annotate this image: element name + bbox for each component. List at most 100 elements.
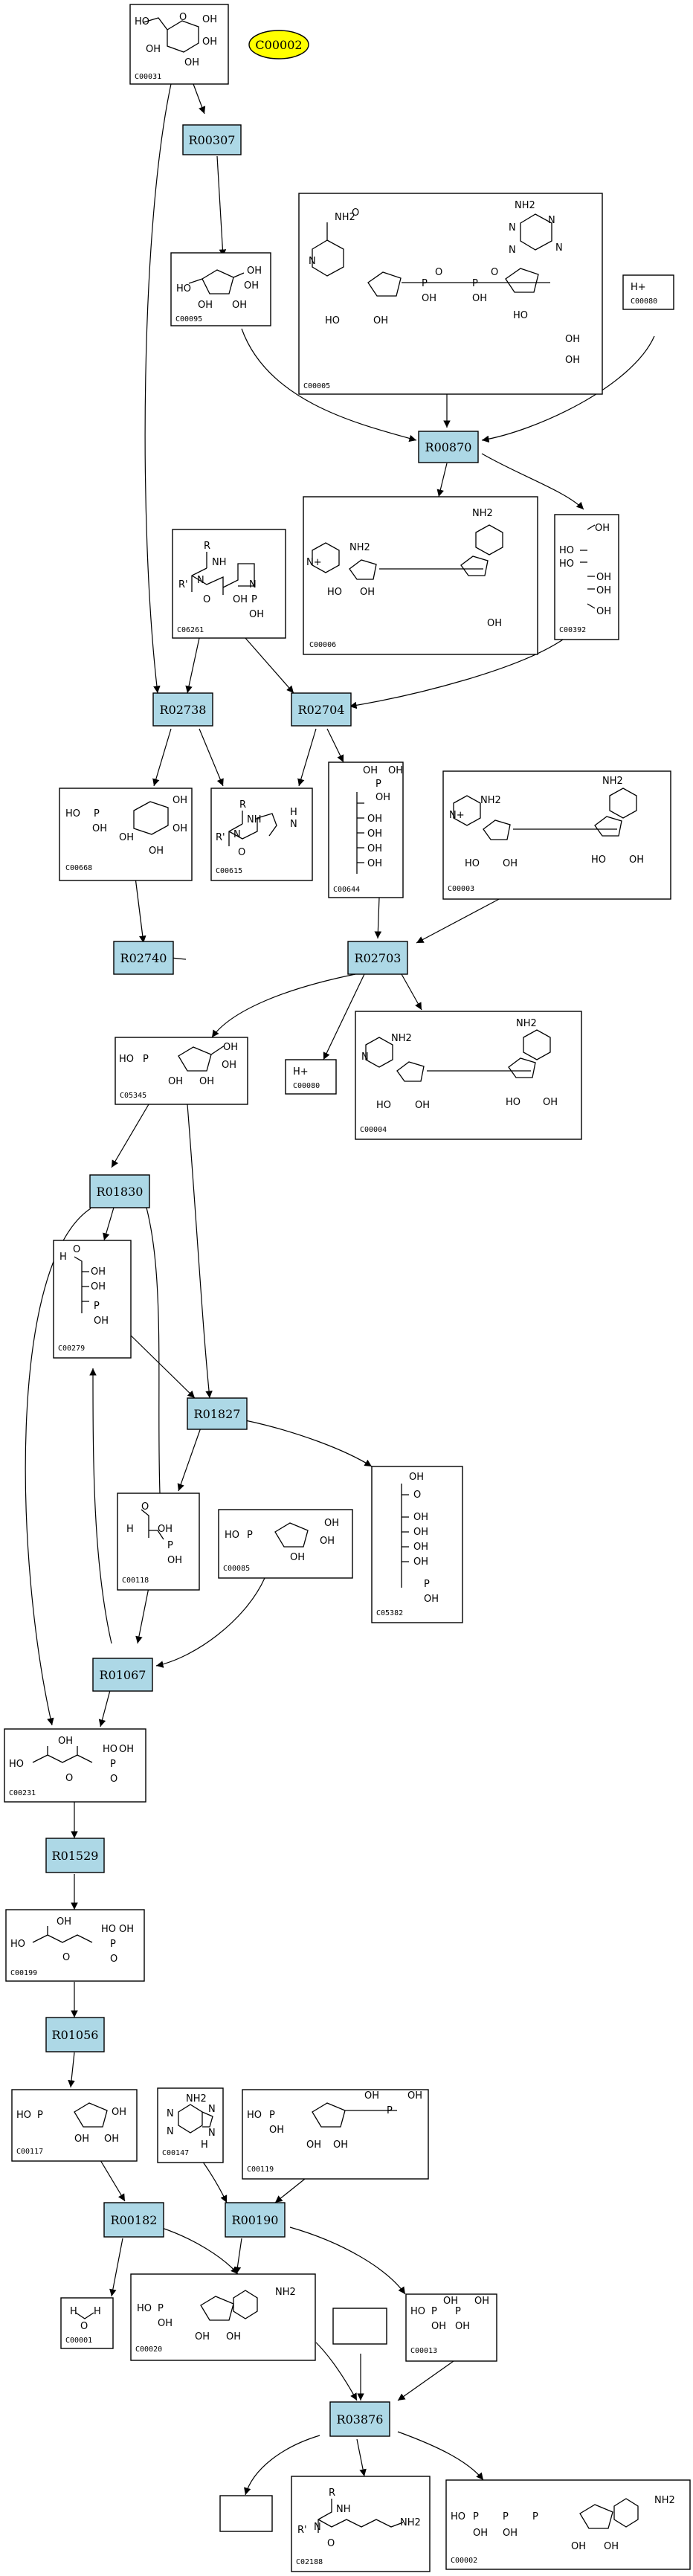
compound-C06261[interactable]: R NH R' N O N OH P OH C06261 bbox=[172, 529, 286, 639]
compound-C00085[interactable]: HO P OH OH OH C00085 bbox=[218, 1509, 353, 1579]
pathway-arrow bbox=[216, 155, 227, 257]
compound-C00199[interactable]: HO OH O HO P OH O C00199 bbox=[5, 1909, 145, 1982]
atom-label: HO bbox=[247, 2110, 262, 2121]
reaction-R00870[interactable]: R00870 bbox=[418, 431, 479, 463]
reaction-R00190[interactable]: R00190 bbox=[225, 2202, 286, 2238]
atom-label: HO bbox=[137, 2303, 152, 2314]
molecule-structure bbox=[141, 1509, 164, 1540]
compound-id-label: C00231 bbox=[9, 1789, 36, 1797]
atom-label: OH bbox=[367, 858, 382, 869]
atom-label: N bbox=[208, 2104, 216, 2115]
reaction-R01067[interactable]: R01067 bbox=[92, 1658, 153, 1692]
compound-empty-top[interactable] bbox=[332, 2308, 387, 2345]
molecule-structure bbox=[312, 524, 503, 580]
pathway-arrow bbox=[187, 1104, 213, 1399]
molecule-structure bbox=[178, 1045, 225, 1072]
compound-id-label: C00004 bbox=[360, 1126, 387, 1134]
compound-C00668[interactable]: HO P OH OH OH OH OH C00668 bbox=[59, 788, 193, 881]
reaction-R02704[interactable]: R02704 bbox=[291, 692, 352, 727]
compound-C00231[interactable]: HO OH O HO P OH O C00231 bbox=[4, 1728, 146, 1803]
reaction-box bbox=[103, 2202, 164, 2238]
atom-label: O bbox=[65, 1773, 73, 1784]
compound-C00080-a[interactable]: H+ C00080 bbox=[622, 274, 674, 310]
compound-C00020[interactable]: HO P OH NH2 OH OH C00020 bbox=[130, 2273, 316, 2361]
compound-C00006[interactable]: NH2 NH2 N+ HO OH OH C00006 bbox=[303, 496, 538, 655]
highlight-label: C00002 bbox=[255, 38, 302, 52]
compound-C00001[interactable]: H O H C00001 bbox=[60, 2297, 114, 2349]
atom-label: N bbox=[509, 245, 516, 256]
atom-label: OH bbox=[375, 792, 390, 803]
atom-label: OH bbox=[571, 2541, 586, 2552]
compound-C00119[interactable]: HO P OH OH P OH OH OH C00119 bbox=[242, 2089, 429, 2180]
compound-C00005[interactable]: NH2 NH2 O O O P P OH OH HO OH HO OH OH N… bbox=[298, 193, 603, 395]
compound-C00080-b[interactable]: H+ C00080 bbox=[285, 1059, 337, 1095]
atom-label: HO bbox=[513, 310, 528, 321]
compound-box bbox=[298, 193, 603, 395]
atom-label: OH bbox=[487, 618, 502, 629]
compound-C05382[interactable]: OH O OH OH OH OH P OH C05382 bbox=[371, 1466, 463, 1623]
atom-label: P bbox=[269, 2110, 275, 2121]
compound-C00147[interactable]: NH2 N N N N H C00147 bbox=[157, 2087, 224, 2163]
atom-label: OH bbox=[565, 355, 580, 366]
reaction-R00182[interactable]: R00182 bbox=[103, 2202, 164, 2238]
atom-label: R bbox=[239, 799, 246, 811]
reaction-R01056[interactable]: R01056 bbox=[45, 2017, 105, 2052]
pathway-arrow bbox=[326, 728, 344, 763]
compound-C00013[interactable]: HO P OH P OH OH OH C00013 bbox=[405, 2293, 497, 2362]
highlight-node[interactable]: C00002 bbox=[248, 30, 309, 59]
atom-label: P bbox=[251, 594, 257, 605]
molecule-structure bbox=[191, 552, 255, 595]
compound-C00003[interactable]: NH2 NH2 N+ HO OH HO OH C00003 bbox=[442, 770, 671, 900]
reaction-R00307[interactable]: R00307 bbox=[182, 124, 242, 155]
atom-label: OH bbox=[232, 300, 247, 311]
compound-C00118[interactable]: H OH O P OH C00118 bbox=[117, 1493, 200, 1591]
pathway-arrow bbox=[274, 2178, 306, 2203]
reaction-R02740[interactable]: R02740 bbox=[113, 941, 174, 975]
atom-label: P bbox=[503, 2511, 509, 2522]
compound-empty-bottom[interactable] bbox=[219, 2495, 273, 2532]
pathway-arrow bbox=[374, 897, 382, 939]
atom-label: NH2 bbox=[391, 1033, 412, 1044]
atom-label: H+ bbox=[631, 282, 646, 293]
atom-label: OH bbox=[413, 1542, 428, 1553]
pathway-arrow bbox=[89, 1368, 112, 1644]
compound-C00392[interactable]: OH HO HO OH OH OH C00392 bbox=[554, 514, 619, 640]
molecule-structure bbox=[143, 17, 199, 53]
compound-C00004[interactable]: NH2 NH2 N HO OH HO OH C00004 bbox=[355, 1011, 582, 1140]
compound-C00031[interactable]: HO OH OH OH OH O C00031 bbox=[129, 4, 229, 85]
reaction-R01827[interactable]: R01827 bbox=[187, 1397, 248, 1430]
reaction-box bbox=[89, 1174, 150, 1208]
atom-label: N bbox=[361, 1052, 369, 1063]
reaction-R02738[interactable]: R02738 bbox=[152, 692, 213, 727]
reaction-R01529[interactable]: R01529 bbox=[45, 1838, 105, 1873]
atom-label: OH bbox=[472, 293, 487, 304]
compound-C00117[interactable]: HO P OH OH OH C00117 bbox=[11, 2089, 138, 2162]
compound-C00095[interactable]: HO OH OH OH OH C00095 bbox=[170, 252, 271, 326]
atom-label: OH bbox=[409, 1472, 424, 1483]
molecule-structure bbox=[318, 2499, 404, 2533]
atom-label: OH bbox=[91, 1281, 106, 1292]
compound-C00615[interactable]: R NH R' N O N H C00615 bbox=[210, 788, 313, 881]
compound-C00002[interactable]: HO P P P NH2 OH OH OH OH C00002 bbox=[445, 2479, 691, 2570]
atom-label: NH2 bbox=[275, 2287, 296, 2298]
compound-box bbox=[115, 1037, 248, 1105]
compound-C00279[interactable]: H O OH OH P OH C00279 bbox=[53, 1240, 132, 1359]
compound-C02188[interactable]: R NH R' N O NH2 C02188 bbox=[291, 2476, 431, 2572]
reaction-R03876[interactable]: R03876 bbox=[329, 2401, 390, 2437]
reaction-label: R01830 bbox=[97, 1185, 144, 1199]
compound-C05345[interactable]: HO P OH OH OH OH C05345 bbox=[115, 1037, 248, 1105]
atom-label: HO bbox=[410, 2306, 425, 2317]
pathway-arrow bbox=[68, 2052, 75, 2088]
compound-id-label: C00615 bbox=[216, 867, 242, 875]
reaction-R01830[interactable]: R01830 bbox=[89, 1174, 150, 1208]
atom-label: H bbox=[59, 1252, 67, 1263]
pathway-arrow bbox=[397, 2360, 454, 2401]
atom-label: OH bbox=[503, 858, 518, 869]
compound-id-label: C00020 bbox=[135, 2345, 162, 2354]
compound-C00644[interactable]: OH OH P OH OH OH OH OH C00644 bbox=[328, 761, 404, 898]
reaction-R02703[interactable]: R02703 bbox=[347, 941, 408, 975]
atom-label: OH bbox=[290, 1552, 305, 1563]
compound-id-label: C06261 bbox=[177, 626, 204, 634]
reaction-label: R02704 bbox=[298, 703, 345, 717]
atom-label: O bbox=[179, 12, 187, 23]
